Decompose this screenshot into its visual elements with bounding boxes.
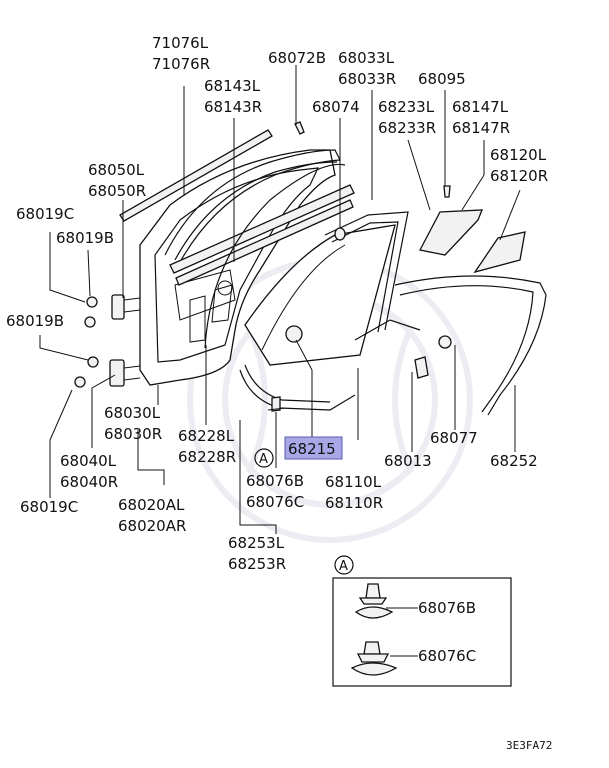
label-68215-highlight [284,436,343,460]
leader-lines [39,65,521,534]
detail-a-box: A 68076B 68076C [332,555,512,687]
label-68019c-bottom: 68019C [20,498,78,516]
label-68019b-left: 68019B [6,312,64,330]
callout-a: A [254,448,274,468]
label-68019b: 68019B [56,229,114,247]
svg-text:A: A [339,559,348,574]
detail-label-68076c: 68076C [418,647,476,665]
label-68215: 68215 [288,440,336,458]
label-68013: 68013 [384,452,432,470]
diagram-code: 3E3FA72 [506,739,552,752]
svg-text:A: A [259,452,268,467]
door-assembly [74,121,547,416]
label-68095: 68095 [418,70,466,88]
label-68077: 68077 [430,429,478,447]
fastener-c-icon [350,641,398,676]
label-68252: 68252 [490,452,538,470]
detail-label-68076b: 68076B [418,599,476,617]
bolt-icon [74,296,99,388]
label-68072: 68072B [268,49,326,67]
fastener-b-icon [354,583,394,619]
label-68019c-top: 68019C [16,205,74,223]
label-68074: 68074 [312,98,360,116]
